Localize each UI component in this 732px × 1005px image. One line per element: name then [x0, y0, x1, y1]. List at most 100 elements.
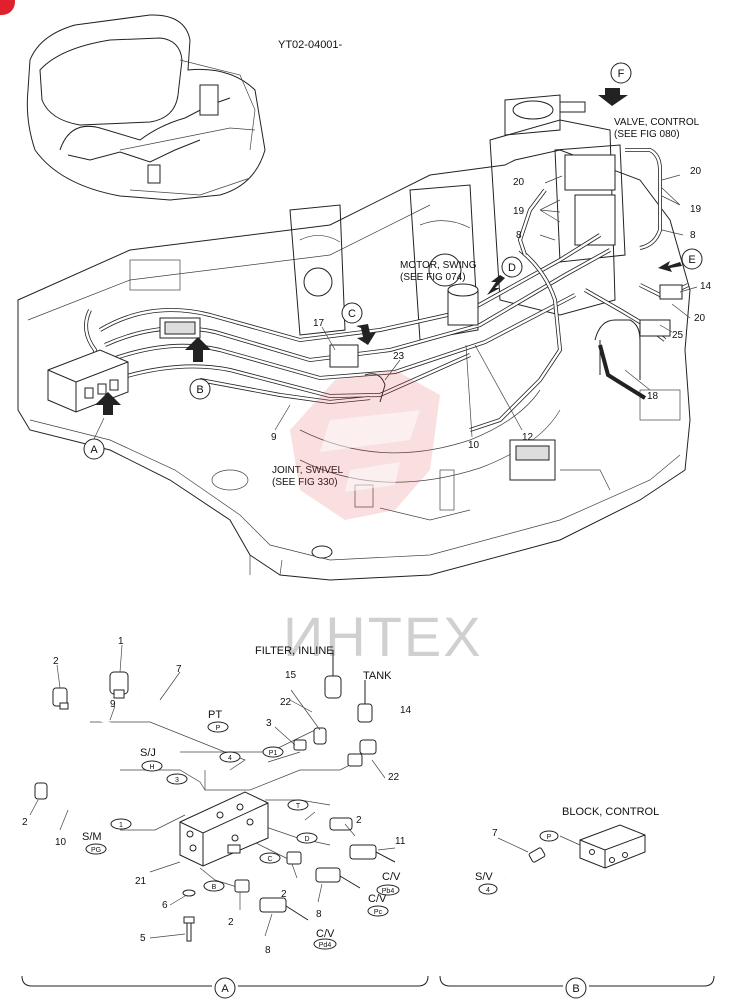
arrow-letter-e: E	[688, 254, 695, 266]
sm-label: S/M	[82, 831, 102, 843]
arrow-letter-b: B	[196, 384, 203, 396]
cv-label-1: C/V	[382, 871, 401, 883]
view-arrow-f: F	[598, 62, 632, 106]
view-arrow-a: A	[83, 392, 121, 460]
view-arrow-b: B	[185, 337, 211, 400]
port-oval	[539, 830, 559, 842]
detail-a-part-numbers: 1 2 7 9 15 22 14 3 22 2 10 21 6 5 2 11 2…	[22, 636, 412, 956]
part-number: 3	[266, 718, 272, 729]
part-number: 10	[468, 440, 480, 451]
part-number: 5	[140, 933, 146, 944]
watermark-text: ИНТЕХ	[283, 605, 483, 668]
part-number: 8	[690, 230, 696, 241]
part-number: 6	[162, 900, 168, 911]
port-label: Pc	[374, 909, 383, 916]
part-number: 2	[281, 889, 287, 900]
part-number: 7	[176, 664, 182, 675]
port-label: B	[212, 884, 217, 891]
part-number: 25	[672, 330, 684, 341]
corner-badge	[0, 0, 15, 15]
sj-label: S/J	[140, 747, 156, 759]
port-label: PG	[91, 847, 101, 854]
cv-label-2: C/V	[368, 893, 387, 905]
part-number: 19	[690, 204, 702, 215]
block-control-label: BLOCK, CONTROL	[562, 806, 659, 818]
part-number: 17	[313, 318, 325, 329]
port-label: 4	[228, 755, 232, 762]
arrow-letter-f: F	[618, 68, 625, 80]
part-number: 15	[285, 670, 297, 681]
section-letter-b: B	[572, 983, 579, 995]
detail-a-illustration	[29, 644, 396, 942]
part-number: 19	[513, 206, 525, 217]
section-bracket-a: A	[21, 975, 429, 999]
arrow-letter-a: A	[90, 444, 98, 456]
section-bracket-b: B	[439, 975, 715, 999]
part-number: 10	[55, 837, 67, 848]
port-label: Pb4	[382, 888, 395, 895]
part-number: 22	[388, 772, 400, 783]
part-number: 14	[400, 705, 412, 716]
part-number: 22	[280, 697, 292, 708]
part-number: 2	[22, 817, 28, 828]
callout-joint-swivel-ref: (SEE FIG 330)	[272, 477, 338, 488]
arrow-letter-d: D	[508, 262, 516, 274]
part-number: 9	[271, 432, 277, 443]
filter-inline-label: FILTER, INLINE	[255, 645, 334, 657]
part-number: 20	[694, 313, 706, 324]
port-labels: P P1 4 H 3 T 1 PG D C B Pb4 Pc Pd4	[85, 721, 400, 950]
callout-motor-swing-title: MOTOR, SWING	[400, 260, 477, 271]
port-label: 1	[119, 822, 123, 829]
port-label: H	[149, 764, 154, 771]
pt-label: PT	[208, 709, 222, 721]
port-label: P1	[269, 750, 278, 757]
port-oval	[478, 883, 498, 895]
part-number: 7	[492, 828, 498, 839]
upper-frame-illustration	[17, 94, 691, 581]
part-number: 8	[265, 945, 271, 956]
part-number: 2	[53, 656, 59, 667]
part-number: 8	[316, 909, 322, 920]
cab-inset-illustration	[26, 14, 266, 201]
sv-label: S/V	[475, 871, 493, 883]
figure-id: YT02-04001-	[278, 39, 343, 51]
view-arrow-d: D	[487, 256, 523, 295]
part-number: 20	[513, 177, 525, 188]
part-number: 11	[395, 836, 406, 847]
part-number: 1	[118, 636, 124, 647]
view-arrow-e: E	[658, 248, 703, 272]
port-label: T	[296, 803, 301, 810]
port-label: Pd4	[319, 942, 332, 949]
part-number: 18	[647, 391, 659, 402]
view-arrow-c: C	[341, 302, 376, 345]
port-label: P	[216, 725, 221, 732]
tank-label: TANK	[363, 670, 392, 682]
callout-motor-swing-ref: (SEE FIG 074)	[400, 272, 466, 283]
part-number: 2	[356, 815, 362, 826]
port-label: 4	[486, 887, 490, 894]
callout-valve-control-ref: (SEE FIG 080)	[614, 129, 680, 140]
part-number: 8	[516, 230, 522, 241]
part-number: 12	[522, 432, 534, 443]
part-number: 21	[135, 876, 147, 887]
part-number: 14	[700, 281, 712, 292]
arrow-letter-c: C	[348, 308, 356, 320]
part-number: 2	[228, 917, 234, 928]
watermark-logo: ИНТЕХ	[283, 370, 483, 668]
callout-joint-swivel-title: JOINT, SWIVEL	[272, 465, 344, 476]
port-label: D	[304, 836, 309, 843]
top-part-number-labels: 20 19 20 19 8 8 14 20 25 17 23 9 10 12 1…	[271, 166, 712, 451]
detail-b-illustration	[497, 824, 646, 879]
port-label: 3	[175, 777, 179, 784]
callout-valve-control-title: VALVE, CONTROL	[614, 117, 700, 128]
cv-label-3: C/V	[316, 928, 335, 940]
part-number: 20	[690, 166, 702, 177]
top-leader-lines	[274, 174, 698, 438]
part-number: 9	[110, 699, 116, 710]
port-label: P	[547, 834, 552, 841]
section-letter-a: A	[221, 983, 229, 995]
port-label: C	[267, 856, 272, 863]
part-number: 23	[393, 351, 405, 362]
